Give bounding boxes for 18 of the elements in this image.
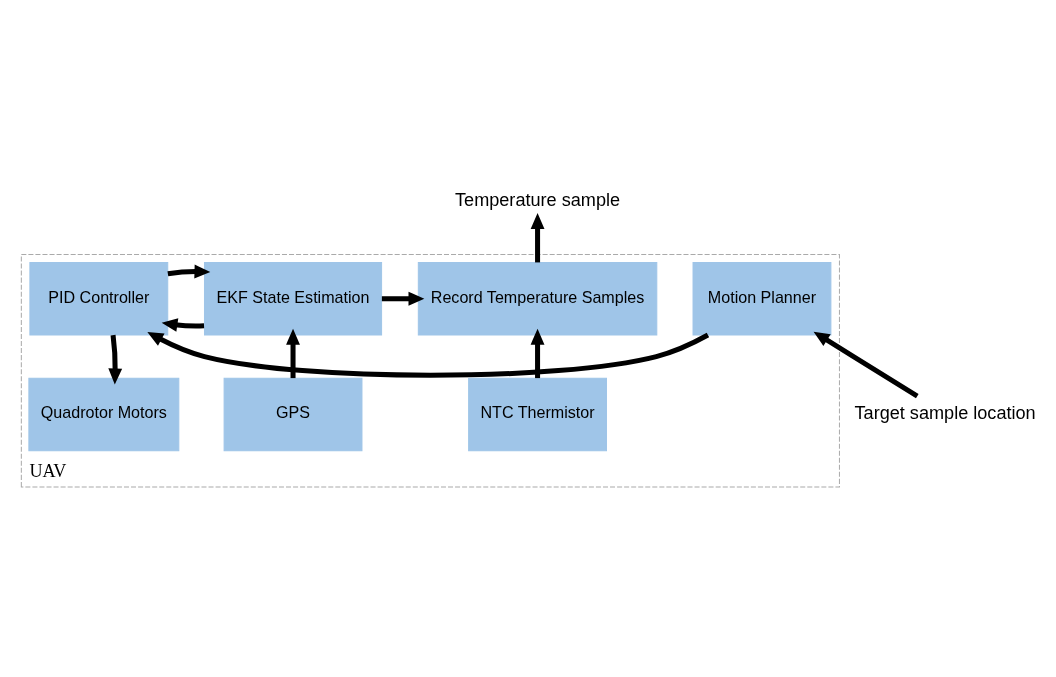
arrow	[167, 264, 211, 278]
node-box: Quadrotor Motors	[28, 377, 180, 451]
arrow	[286, 328, 300, 378]
arrow	[147, 331, 710, 378]
arrow	[381, 291, 425, 306]
node-text: Target sample location	[854, 402, 1036, 423]
arrow	[530, 212, 545, 262]
node-box: GPS	[223, 377, 363, 451]
node-box: Record Temperature Samples	[417, 261, 658, 335]
node-box: NTC Thermistor	[468, 377, 607, 451]
arrow	[108, 334, 123, 384]
node-box: EKF State Estimation	[203, 261, 383, 335]
arrow	[161, 317, 205, 332]
arrow	[530, 328, 545, 378]
arrow	[813, 331, 919, 398]
node-text: Temperature sample	[455, 189, 621, 210]
node-box: PID Controller	[29, 261, 169, 335]
node-box: Motion Planner	[692, 261, 832, 335]
